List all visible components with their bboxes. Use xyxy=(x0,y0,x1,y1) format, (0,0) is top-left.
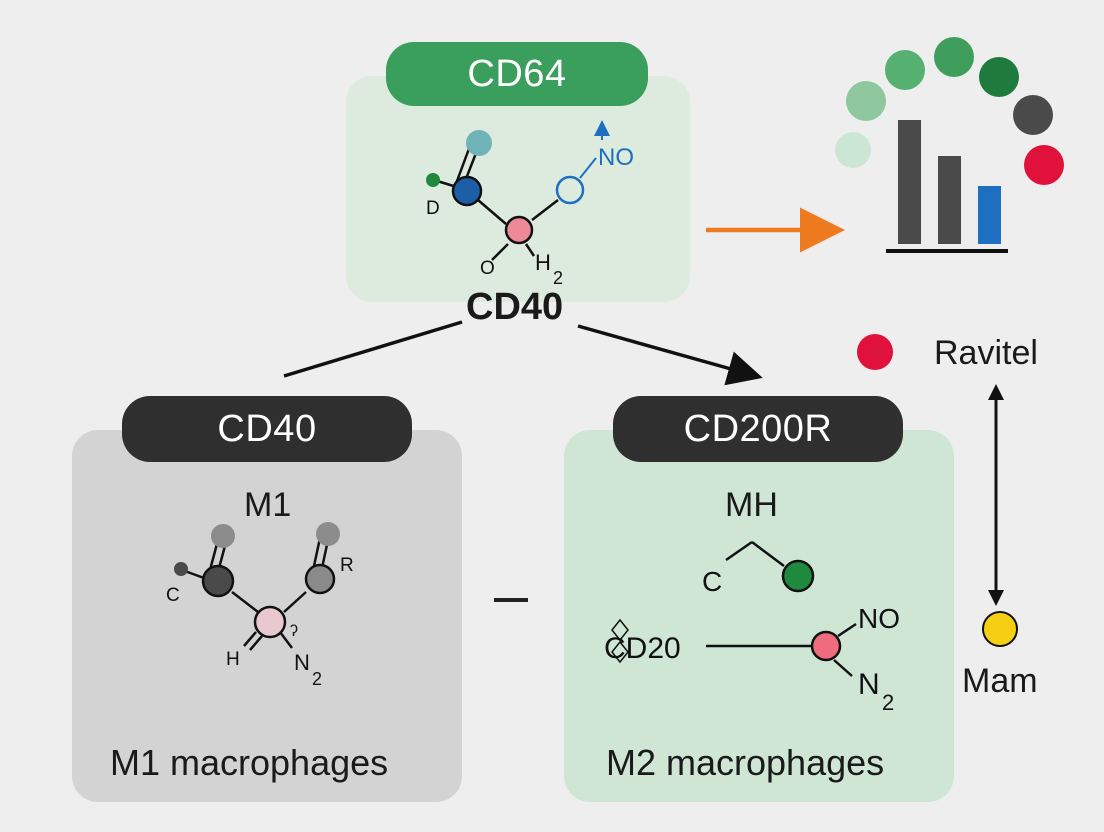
atom-label-no: NO xyxy=(598,144,634,171)
m2-atom-c: C xyxy=(702,566,722,597)
cd64-header: CD64 xyxy=(386,42,648,106)
mh-title: MH xyxy=(725,486,778,524)
m1-atom-n-sub: 2 xyxy=(312,669,322,689)
cd200r-header: CD200R xyxy=(613,396,903,462)
m2-footer: M2 macrophages xyxy=(606,742,885,783)
top-molecule: D O H 2 NO xyxy=(426,120,634,288)
m2-atom-n-sub: 2 xyxy=(882,690,894,715)
atom-label-h-sub: 2 xyxy=(553,268,563,288)
legend-ravitel: Ravitel xyxy=(934,334,1038,372)
m2-atom-no: NO xyxy=(858,603,900,634)
teal-atom xyxy=(466,130,492,156)
ravitel-dot xyxy=(857,334,893,370)
legend xyxy=(857,334,1018,647)
m1-footer: M1 macrophages xyxy=(110,742,389,783)
separator-dash xyxy=(494,598,528,602)
m1-title: M1 xyxy=(244,486,292,524)
legend-mam: Mam xyxy=(962,662,1038,700)
cd40-header: CD40 xyxy=(122,396,412,462)
pink-atom xyxy=(504,215,534,245)
mam-dot xyxy=(982,611,1018,647)
atom-label-o: O xyxy=(480,258,495,279)
m1-atom-c: C xyxy=(166,585,180,606)
m2-atom-n: N xyxy=(858,668,880,701)
blue-atom xyxy=(451,175,483,207)
connector-to-m2 xyxy=(577,324,763,386)
green-atom xyxy=(426,173,440,187)
cd64-panel xyxy=(346,76,690,302)
m2-panel xyxy=(564,430,954,802)
hollow-blue-atom xyxy=(555,175,585,205)
m1-atom-q: ʔ xyxy=(290,623,298,640)
connector-to-m1 xyxy=(283,320,463,378)
m1-molecule: C R H ʔ N 2 xyxy=(166,522,354,689)
atom-label-d: D xyxy=(426,198,440,219)
atom-label-h: H xyxy=(535,250,551,275)
cd40-label: CD40 xyxy=(466,286,564,328)
m2-molecule: C CD20 NO N 2 xyxy=(604,540,900,715)
m1-atom-n: N xyxy=(294,650,310,675)
m1-atom-r: R xyxy=(340,555,354,576)
m2-atom-cd20: CD20 xyxy=(604,632,681,665)
m1-atom-h: H xyxy=(226,649,240,670)
bar-chart-icon xyxy=(835,37,1064,253)
